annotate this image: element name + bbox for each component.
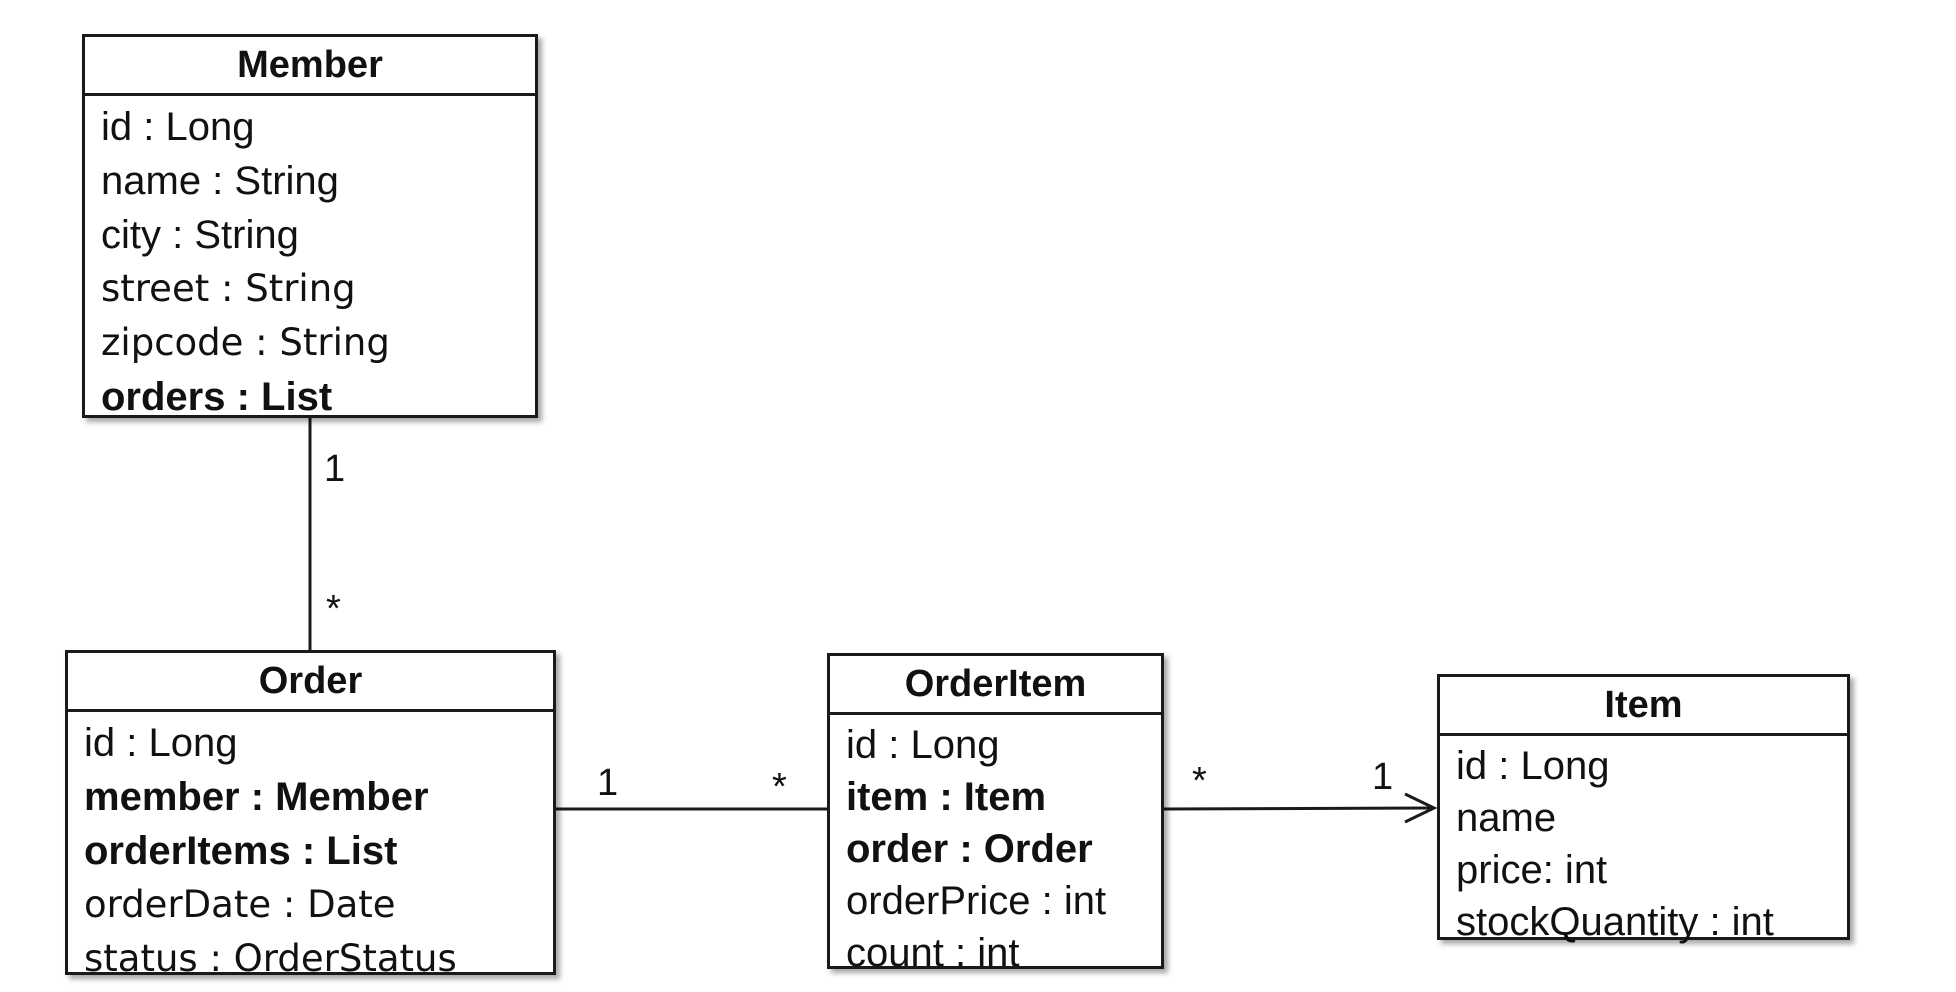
orderitem-class-box: OrderItem id : Long item : Item order : … [827, 653, 1164, 975]
attribute: orderItems : List [84, 829, 398, 873]
attribute: name : String [101, 159, 339, 203]
attribute: item : Item [846, 775, 1047, 819]
order-multiplicity-label: * [326, 588, 341, 630]
attribute: id : Long [1456, 744, 1610, 788]
attribute: street : String [101, 267, 356, 310]
class-name: Member [85, 37, 535, 96]
order-multiplicity-label: 1 [597, 762, 619, 804]
class-name: OrderItem [830, 656, 1161, 715]
member-multiplicity-label: 1 [324, 448, 346, 490]
order-class-box: Order id : Long member : Member orderIte… [65, 650, 556, 980]
attribute-list: id : Long name : String city : String st… [85, 96, 535, 424]
item-class-box: Item id : Long name price: int stockQuan… [1437, 674, 1850, 944]
attribute: orders : List [101, 375, 333, 419]
attribute: id : Long [846, 723, 1000, 767]
attribute-list: id : Long name price: int stockQuantity … [1440, 736, 1847, 948]
attribute: price: int [1456, 848, 1608, 892]
orderitem-multiplicity-label: * [772, 766, 787, 808]
attribute: zipcode : String [101, 321, 390, 364]
attribute: stockQuantity : int [1456, 900, 1774, 944]
attribute: orderDate : Date [84, 883, 396, 926]
class-name: Order [68, 653, 553, 712]
navigability-arrowhead-icon [1404, 792, 1438, 824]
attribute: order : Order [846, 827, 1093, 871]
attribute: id : Long [101, 105, 255, 149]
orderitem-item-association-line [1163, 806, 1435, 811]
item-multiplicity-label: 1 [1372, 756, 1394, 798]
attribute: name [1456, 796, 1557, 840]
attribute: count : int [846, 931, 1020, 975]
attribute-list: id : Long member : Member orderItems : L… [68, 712, 553, 986]
member-class-box: Member id : Long name : String city : St… [82, 34, 538, 419]
attribute: status : OrderStatus [84, 937, 457, 980]
attribute-list: id : Long item : Item order : Order orde… [830, 715, 1161, 979]
attribute: member : Member [84, 775, 429, 819]
class-name: Item [1440, 677, 1847, 736]
attribute: city : String [101, 213, 299, 257]
orderitem-multiplicity-label: * [1192, 760, 1207, 802]
attribute: orderPrice : int [846, 879, 1107, 923]
attribute: id : Long [84, 721, 238, 765]
